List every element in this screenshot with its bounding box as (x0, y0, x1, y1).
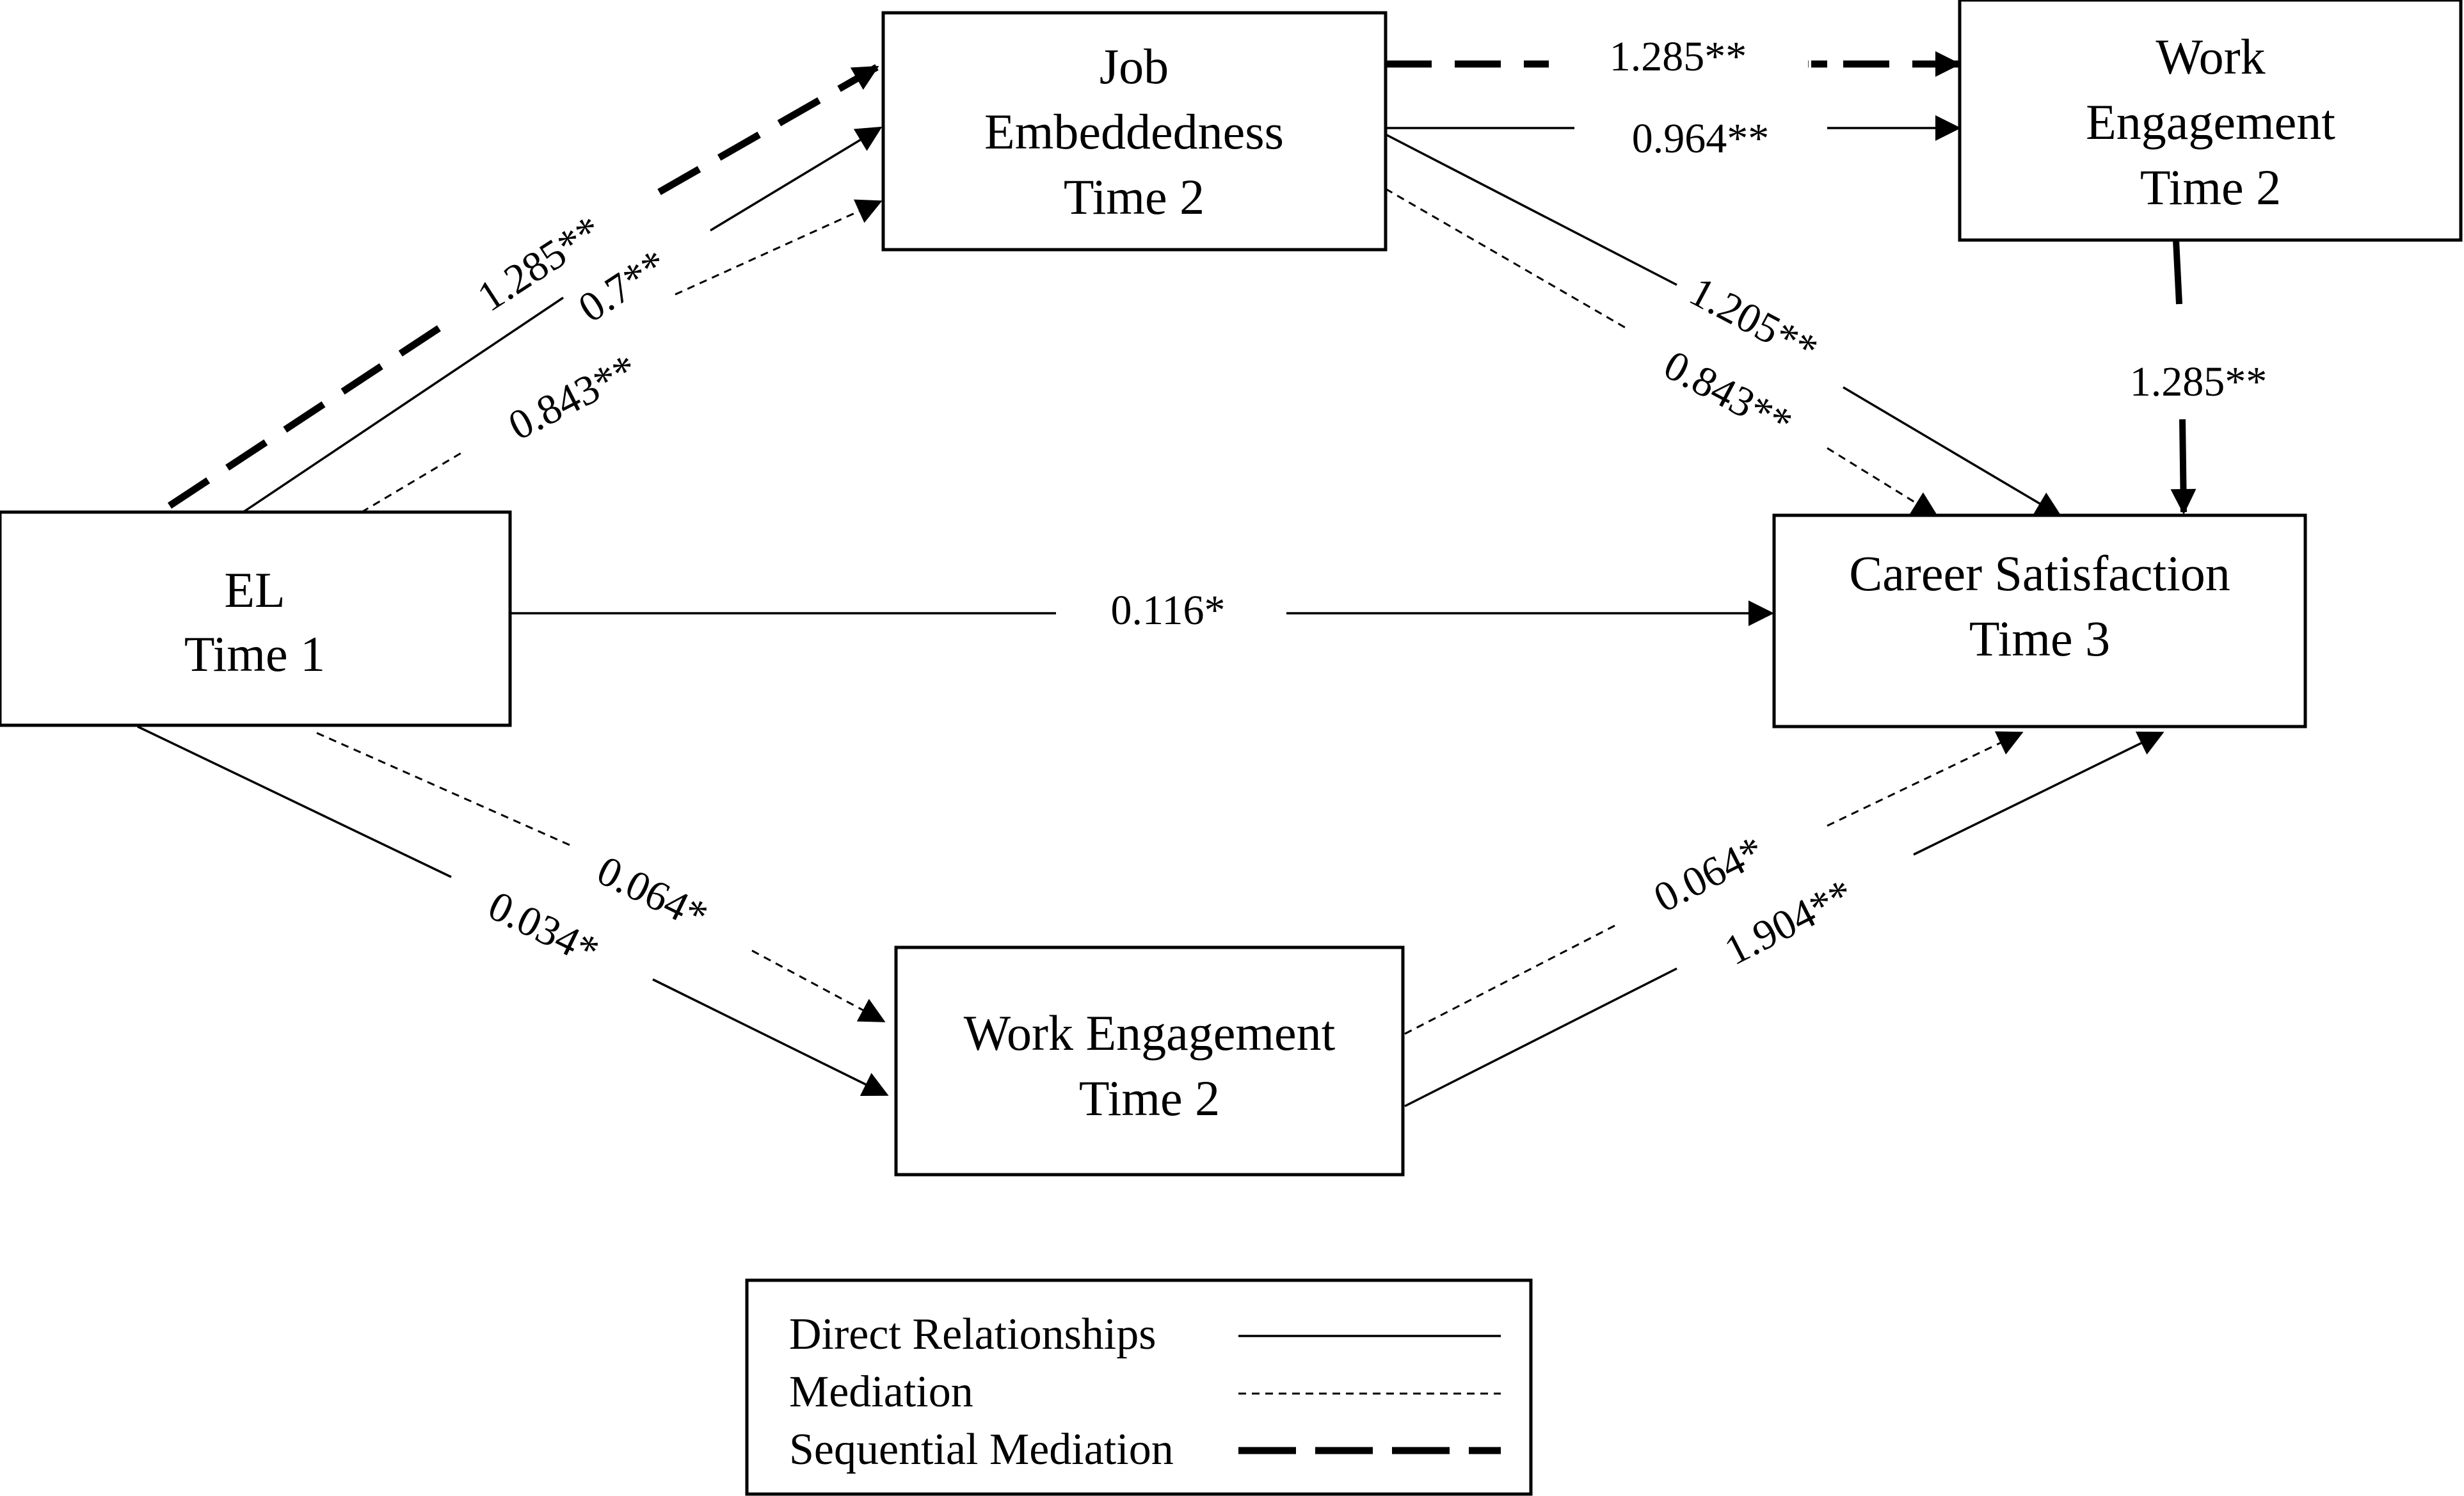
arrow-web-cs-mediation (1404, 731, 2024, 1035)
coef-web-cs-mediation: 0.064* (1647, 827, 1772, 921)
node-cs-line1: Career Satisfaction (1849, 545, 2230, 601)
node-work-engagement-bottom: Work Engagement Time 2 (894, 945, 1405, 1177)
coef-el-web-mediation: 0.064* (590, 847, 715, 940)
node-work-engagement-top: Work Engagement Time 2 (1958, 0, 2463, 242)
arrow-je-cs-direct (1385, 133, 2062, 517)
node-wet-line3: Time 2 (2140, 159, 2281, 215)
node-web-line2: Time 2 (1079, 1070, 1220, 1126)
node-wet-line2: Engagement (2086, 94, 2335, 150)
coef-el-web-direct: 0.034* (481, 882, 606, 975)
node-job-embeddedness: Job Embeddedness Time 2 (881, 11, 1388, 252)
arrow-el-web-direct (137, 725, 889, 1097)
arrow-el-web-mediation (316, 732, 886, 1022)
node-cs-line2: Time 3 (1969, 611, 2110, 666)
legend-label-direct: Direct Relationships (789, 1310, 1156, 1359)
arrow-el-je-direct (243, 126, 883, 513)
legend-label-sequential: Sequential Mediation (789, 1425, 1174, 1474)
node-je-line3: Time 2 (1064, 169, 1204, 225)
coef-je-we-direct: 0.964** (1632, 115, 1770, 162)
node-je-line2: Embeddedness (984, 104, 1284, 159)
legend-label-mediation: Mediation (789, 1367, 973, 1417)
coef-el-cs-direct: 0.116* (1110, 587, 1225, 634)
arrow-we-cs-sequential (2170, 239, 2196, 515)
arrow-web-cs-direct (1404, 731, 2164, 1107)
node-wet-line1: Work (2156, 29, 2265, 84)
node-je-line1: Job (1100, 38, 1169, 94)
node-el-line2: Time 1 (184, 626, 325, 682)
node-web-line1: Work Engagement (964, 1005, 1336, 1061)
arrow-el-je-sequential (167, 64, 879, 509)
arrow-je-cs-mediation (1385, 188, 1939, 517)
node-el-line1: EL (224, 562, 285, 618)
coef-je-we-sequential: 1.285** (1610, 33, 1747, 80)
node-career-satisfaction: Career Satisfaction Time 3 (1772, 513, 2307, 728)
coef-el-je-mediation: 0.843** (501, 346, 644, 449)
coef-we-cs-sequential: 1.285** (2130, 358, 2268, 405)
node-el-time1: EL Time 1 (0, 510, 512, 727)
arrow-el-je-mediation (361, 199, 883, 513)
legend: Direct Relationships Mediation Sequentia… (745, 1278, 1533, 1496)
coef-web-cs-direct: 1.904** (1717, 871, 1860, 974)
